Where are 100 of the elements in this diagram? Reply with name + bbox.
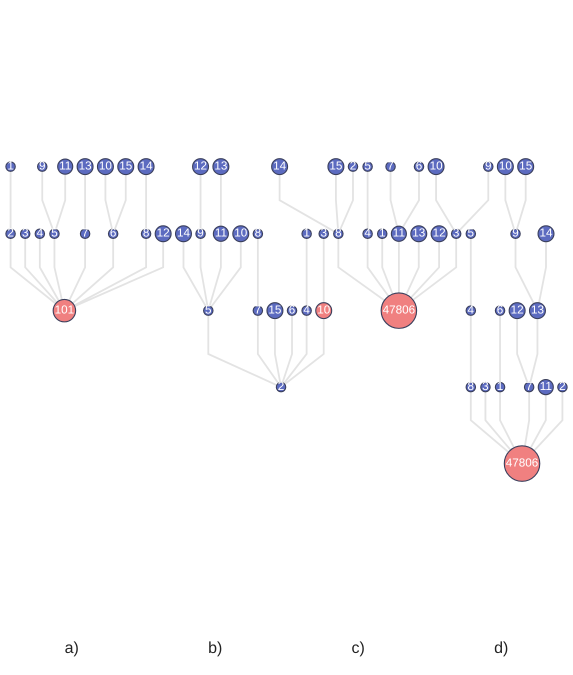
node-circle: 9	[36, 162, 48, 172]
node-circle: 15	[327, 158, 344, 176]
connector	[381, 238, 394, 295]
node-circle: 6	[494, 306, 506, 316]
connector	[278, 175, 335, 233]
connector	[283, 316, 308, 384]
connector	[74, 242, 164, 308]
node-circle: 101	[52, 299, 76, 323]
node-circle: 10	[232, 226, 250, 243]
node-circle: 11	[538, 379, 554, 396]
node-circle: 9	[483, 162, 494, 172]
node-circle: 5	[49, 228, 60, 240]
node-circle: 7	[80, 228, 90, 240]
node-circle: 14	[174, 226, 192, 243]
connector	[74, 238, 147, 307]
node-circle: 47806	[504, 446, 540, 482]
node-circle: 3	[480, 382, 491, 393]
node-circle: 6	[286, 306, 298, 316]
connector	[114, 175, 127, 230]
connector	[256, 316, 280, 384]
node-circle: 12	[508, 302, 526, 320]
node-circle: 10	[496, 158, 514, 176]
node-circle: 12	[192, 158, 210, 176]
node-circle: 11	[390, 226, 407, 242]
node-circle: 8	[252, 228, 264, 240]
connector	[41, 172, 54, 230]
connector	[282, 316, 293, 384]
connector	[514, 238, 535, 304]
connector	[533, 392, 564, 452]
connector	[210, 242, 242, 308]
connector	[516, 175, 527, 230]
node-circle: 15	[517, 158, 534, 176]
node-circle: 7	[385, 162, 396, 172]
node-circle: 13	[410, 226, 428, 243]
connector	[530, 395, 547, 449]
node-circle: 6	[414, 162, 424, 172]
node-circle: 7	[252, 306, 264, 316]
connector	[499, 392, 515, 449]
node-circle: 13	[76, 158, 94, 176]
node-circle: 11	[212, 226, 229, 242]
connector	[68, 238, 86, 302]
node-circle: 1	[494, 382, 506, 393]
node-circle: 4	[34, 228, 46, 240]
node-circle: 4	[466, 306, 476, 316]
node-circle: 12	[154, 226, 172, 243]
node-circle: 15	[117, 158, 134, 176]
connector	[54, 238, 63, 300]
connector	[529, 319, 538, 384]
node-circle: 47806	[380, 292, 418, 330]
node-circle: 1	[301, 228, 312, 240]
connector	[72, 238, 114, 304]
node-circle: 14	[271, 158, 288, 176]
node-circle: 3	[318, 228, 329, 240]
node-circle: 11	[57, 158, 74, 176]
node-circle: 5	[362, 162, 373, 172]
node-circle: 3	[450, 228, 462, 240]
connector	[274, 319, 282, 384]
connector	[200, 238, 208, 307]
connector	[10, 238, 56, 305]
node-circle: 10	[96, 158, 114, 176]
node-circle: 10	[315, 302, 332, 320]
node-circle: 8	[333, 228, 344, 240]
node-circle: 10	[428, 158, 445, 176]
connector	[458, 172, 490, 232]
node-circle: 13	[528, 302, 546, 320]
connector	[410, 242, 440, 299]
node-circle: 15	[266, 302, 284, 320]
node-circle: 8	[140, 228, 152, 240]
connector	[366, 238, 390, 298]
connector	[390, 172, 398, 228]
connector	[55, 174, 66, 230]
connector	[207, 316, 278, 386]
node-circle: 4	[362, 228, 373, 240]
connector	[208, 242, 222, 307]
node-circle: 4	[301, 306, 312, 316]
node-circle: 5	[466, 228, 476, 240]
connector	[402, 172, 420, 228]
node-circle: 2	[5, 228, 16, 240]
connector	[38, 238, 60, 302]
node-circle: 5	[203, 306, 214, 316]
node-circle: 6	[108, 228, 118, 240]
node-circle: 3	[20, 228, 30, 240]
panel-label: c)	[352, 640, 365, 659]
connector	[504, 175, 516, 230]
panel-label: a)	[64, 640, 79, 659]
connector	[339, 172, 354, 230]
connector	[484, 392, 512, 452]
node-circle: 14	[138, 158, 155, 176]
connector	[435, 175, 455, 231]
connector	[524, 392, 530, 447]
connector	[337, 238, 385, 302]
connector	[24, 238, 58, 304]
node-circle: 9	[510, 228, 521, 240]
node-circle: 9	[195, 228, 206, 240]
connector	[470, 392, 510, 454]
node-circle: 12	[430, 226, 448, 243]
connector	[412, 238, 458, 302]
node-circle: 2	[348, 162, 358, 172]
node-circle: 8	[466, 382, 476, 393]
connector	[284, 319, 325, 386]
